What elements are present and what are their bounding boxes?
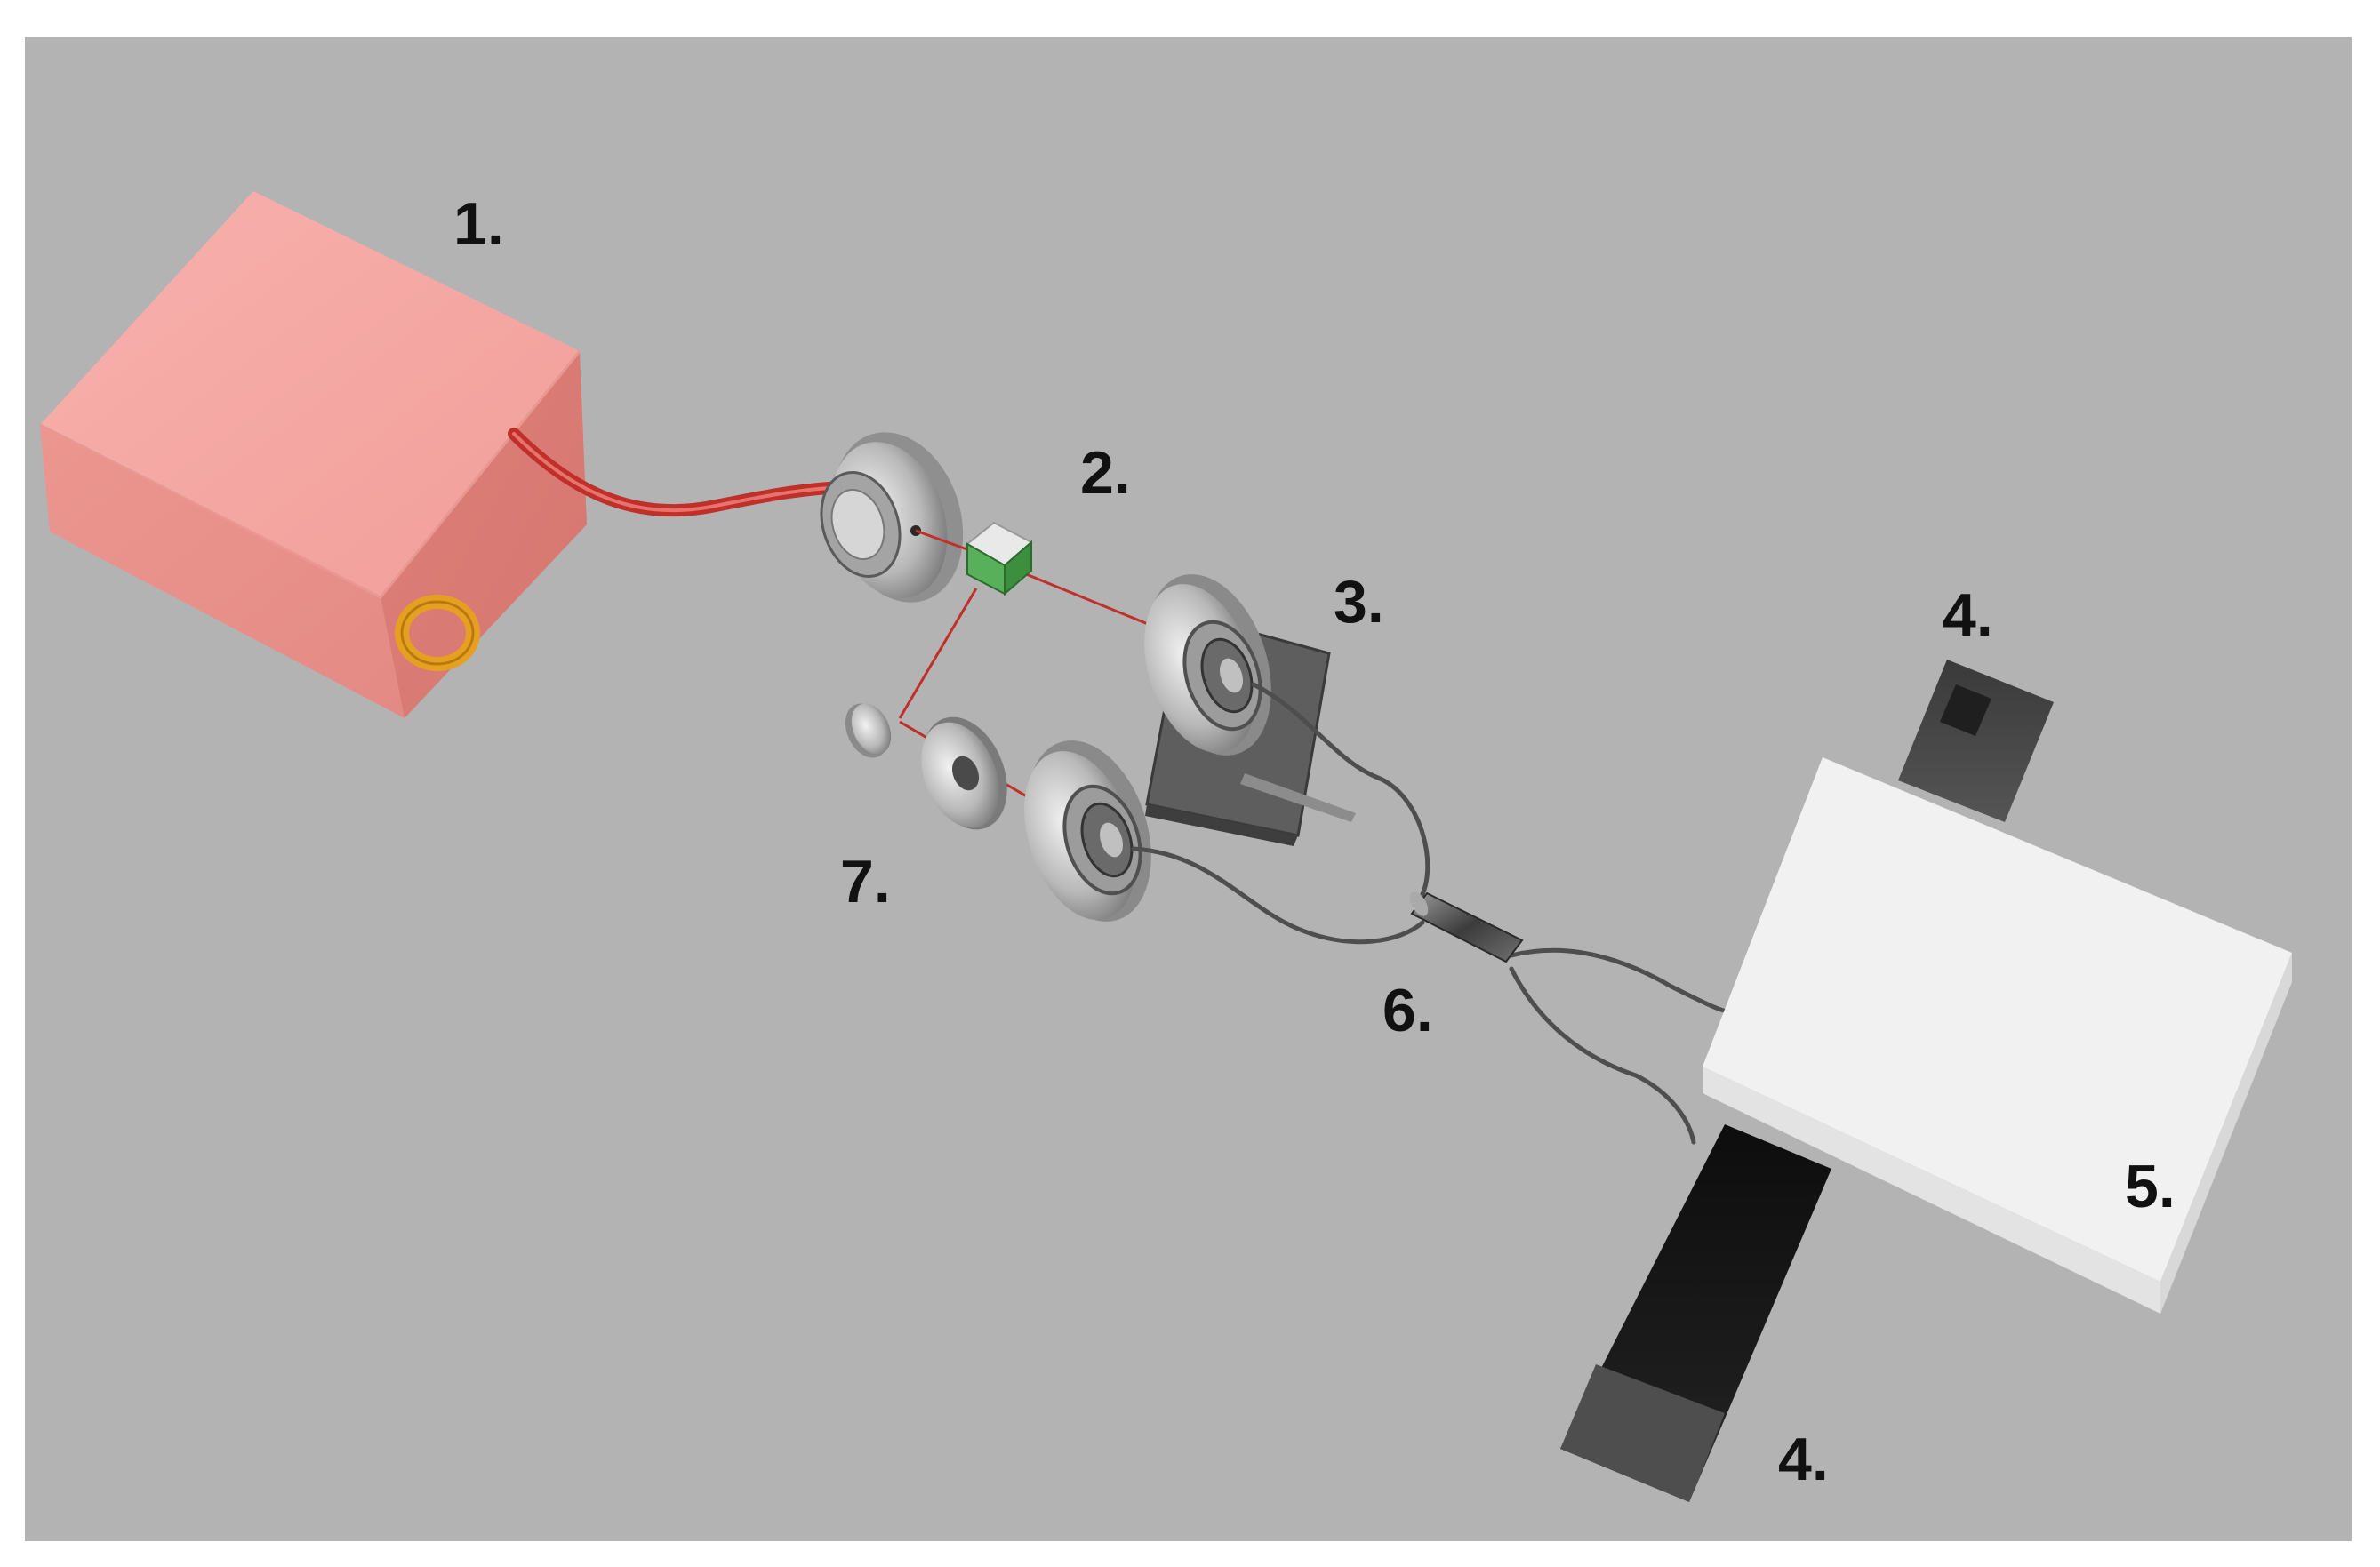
mirror-and-lens-icon bbox=[845, 703, 1007, 830]
label-6: 6. bbox=[1382, 977, 1433, 1044]
beam-splitter-cube-icon bbox=[966, 521, 1033, 596]
label-7: 7. bbox=[840, 848, 891, 915]
detector-box-icon bbox=[1703, 757, 2292, 1314]
label-4-bottom: 4. bbox=[1778, 1426, 1829, 1493]
label-5: 5. bbox=[2125, 1153, 2176, 1220]
fiber-combiner-icon bbox=[1409, 891, 1524, 963]
label-2: 2. bbox=[1080, 439, 1131, 507]
fiber-coupler-mount-icon bbox=[1024, 574, 1356, 922]
label-3: 3. bbox=[1334, 568, 1384, 636]
label-4-top: 4. bbox=[1943, 581, 1993, 649]
fiber-collimator-icon bbox=[820, 432, 964, 603]
label-1: 1. bbox=[453, 190, 504, 258]
laser-box-icon bbox=[39, 191, 587, 718]
gray-fibers bbox=[1131, 682, 1735, 1145]
labels: 1. 2. 3. 4. 4. 5. 6. 7. bbox=[453, 190, 2176, 1493]
magnet-pole-icon bbox=[1560, 660, 2054, 1502]
